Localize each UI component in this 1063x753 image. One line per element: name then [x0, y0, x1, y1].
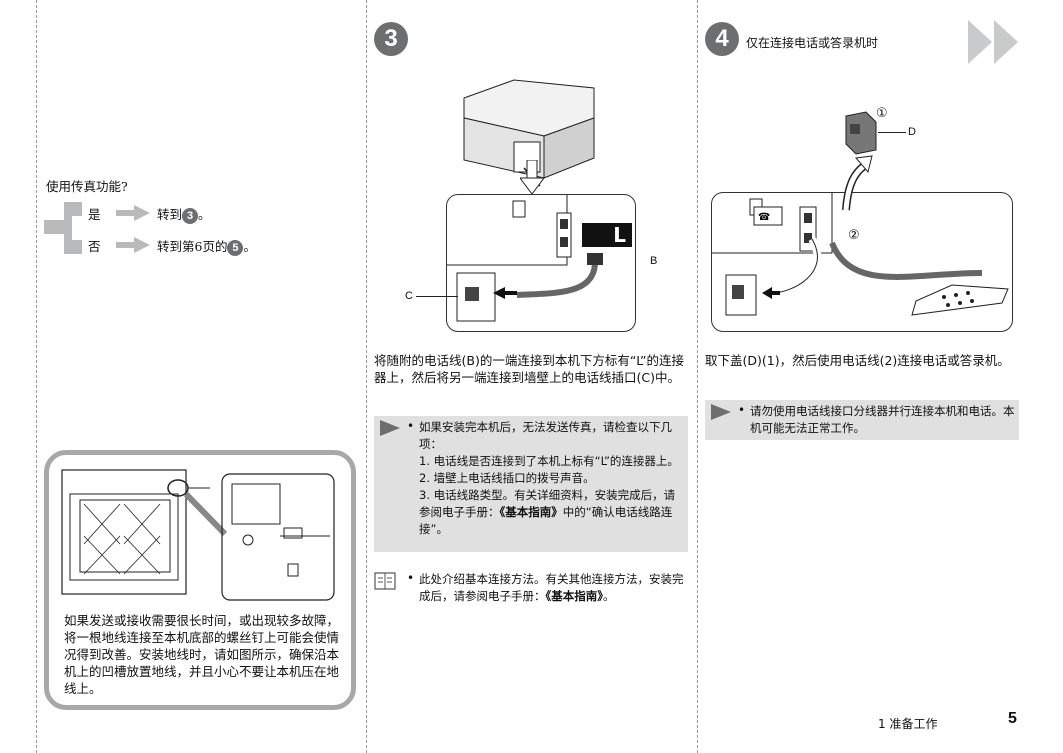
- column-divider-right: [697, 0, 698, 753]
- next-page-chevrons-icon: [968, 20, 1018, 64]
- remove-cover-arrow-icon: [842, 155, 873, 211]
- cover-d-illustration: [845, 111, 877, 155]
- grounding-text: 如果发送或接收需要很长时间，或出现较多故障，将一根地线连接至本机底部的螺丝钉上可…: [64, 613, 340, 696]
- manual-book-icon: [374, 572, 396, 590]
- note-pointer-icon: [711, 404, 731, 420]
- step-5-ref-icon: 5: [227, 239, 244, 256]
- label-2: ②: [848, 228, 860, 243]
- note-pointer-icon: [380, 420, 400, 436]
- step-4-note-text: 请勿使用电话线接口分线器并行连接本机和电话。本机可能无法正常工作。: [750, 404, 1015, 435]
- label-1: ①: [876, 106, 888, 121]
- yes-no-bracket: [44, 202, 82, 254]
- step-3-instruction: 将随附的电话线(B)的一端连接到本机下方标有“L”的连接器上，然后将另一端连接到…: [374, 353, 684, 385]
- label-d: D: [908, 126, 916, 138]
- column-divider-left: [36, 0, 37, 753]
- step-3-ref-icon: 3: [182, 207, 199, 224]
- no-label: 否: [88, 239, 101, 254]
- column-divider-middle: [366, 0, 367, 753]
- connector-detail-frame: [446, 194, 636, 332]
- arrow-right-icon: [116, 205, 150, 221]
- step-4-instruction: 取下盖(D)(1)，然后使用电话线(2)连接电话或答录机。: [705, 353, 1010, 368]
- step-4-note-box: [705, 400, 1019, 440]
- step-4-badge: 4: [705, 22, 739, 56]
- label-c: C: [405, 290, 413, 302]
- step-4-title: 仅在连接电话或答录机时: [746, 36, 879, 50]
- step-3-note-box: [374, 416, 688, 552]
- page-number: 5: [1008, 710, 1017, 727]
- step-3-note-text: 如果安装完本机后，无法发送传真，请检查以下几项： 1. 电话线是否连接到了本机上…: [419, 420, 679, 536]
- manual-reference-note: 此处介绍基本连接方法。有关其他连接方法，安装完成后，请参阅电子手册：《基本指南》…: [419, 572, 684, 603]
- svg-text:☎: ☎: [758, 212, 770, 223]
- printer-back-illustration: [463, 79, 595, 187]
- arrow-down-icon: [520, 160, 544, 194]
- grounding-illustration: [61, 469, 335, 601]
- leader-line-d: [878, 132, 906, 133]
- label-b: B: [650, 255, 658, 267]
- step-3-badge: 3: [374, 22, 408, 56]
- yes-label: 是: [88, 207, 101, 222]
- leader-line-c: [416, 296, 458, 297]
- arrow-right-icon: [116, 237, 150, 253]
- fax-question: 使用传真功能?: [46, 179, 128, 194]
- port-l-badge: L: [582, 223, 632, 247]
- section-footer: 1 准备工作: [878, 717, 938, 731]
- telephone-detail-frame: ☎: [711, 192, 1013, 332]
